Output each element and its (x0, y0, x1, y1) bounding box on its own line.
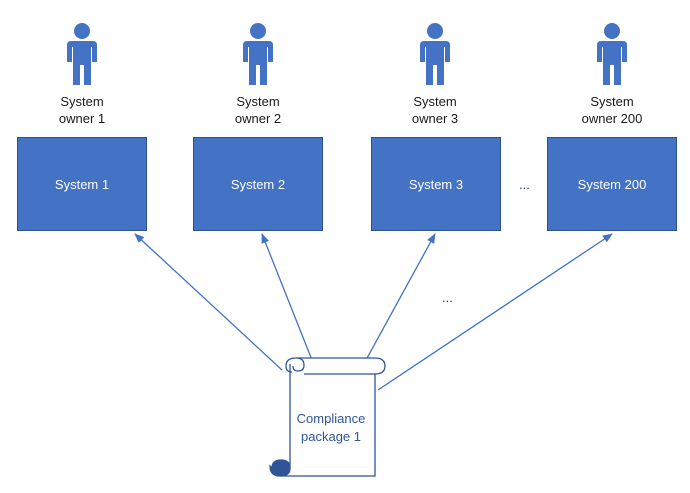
owner-label-200-line2: owner 200 (581, 111, 643, 126)
owner-label-3: System owner 3 (375, 93, 495, 127)
arrow-to-system-3 (365, 233, 436, 361)
compliance-package-label: Compliance package 1 (286, 410, 376, 446)
owner-label-1-line1: System (60, 94, 104, 109)
system-box-200: System 200 (547, 137, 677, 231)
arrow-to-system-2 (261, 233, 313, 361)
system-box-200-label: System 200 (577, 176, 647, 192)
arrow-to-system-1 (134, 233, 283, 371)
system-box-1: System 1 (17, 137, 147, 231)
system-box-3: System 3 (371, 137, 501, 231)
system-box-3-label: System 3 (408, 176, 464, 192)
person-icon-owner-200 (597, 23, 627, 85)
person-icon-owner-1 (67, 23, 97, 85)
scroll-top-curl (292, 357, 305, 372)
owner-label-200: System owner 200 (552, 93, 672, 127)
owner-label-2-line1: System (236, 94, 280, 109)
scroll-bottom-curl (269, 459, 291, 477)
system-box-1-label: System 1 (54, 176, 110, 192)
person-icon-owner-3 (420, 23, 450, 85)
package-label-line2: package 1 (301, 429, 361, 444)
scroll-document-icon (269, 357, 386, 477)
person-icon-owner-2 (243, 23, 273, 85)
system-box-2: System 2 (193, 137, 323, 231)
systems-ellipsis: ... (519, 177, 530, 192)
owner-label-1-line2: owner 1 (58, 111, 106, 126)
owner-label-2-line2: owner 2 (234, 111, 282, 126)
owner-label-200-line1: System (590, 94, 634, 109)
system-box-2-label: System 2 (230, 176, 286, 192)
owner-label-3-line1: System (413, 94, 457, 109)
owner-label-1: System owner 1 (22, 93, 142, 127)
arrows-ellipsis: ... (442, 290, 453, 305)
owner-label-3-line2: owner 3 (411, 111, 459, 126)
arrow-to-system-200 (377, 233, 613, 391)
owner-label-2: System owner 2 (198, 93, 318, 127)
package-label-line1: Compliance (296, 411, 366, 426)
